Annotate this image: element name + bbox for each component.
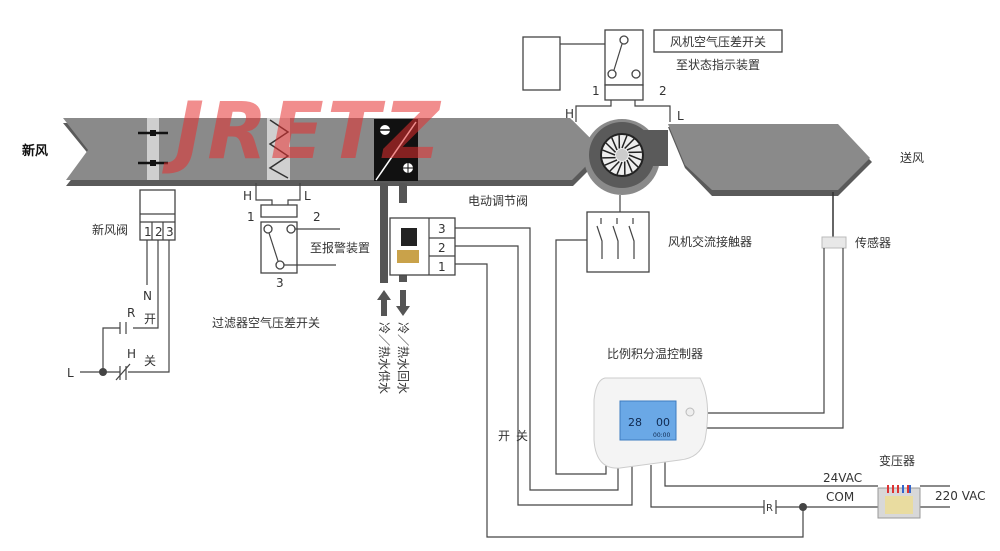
fan bbox=[584, 119, 668, 195]
to-status-label: 至状态指示装置 bbox=[676, 57, 760, 72]
sensor bbox=[700, 192, 847, 429]
electric-valve bbox=[389, 217, 456, 276]
filter-switch-l: L bbox=[304, 189, 311, 203]
resistor-r: R bbox=[766, 503, 773, 514]
fan-blade bbox=[626, 144, 640, 151]
fan-blade bbox=[624, 138, 635, 150]
damper-terminal-1: 1 bbox=[144, 225, 152, 239]
supply-duct bbox=[668, 124, 872, 196]
24vac-label: 24VAC bbox=[823, 471, 862, 485]
supply-water-label: 冷／热水供水 bbox=[377, 322, 391, 394]
filter-switch-terminal-1: 1 bbox=[247, 210, 255, 224]
supply-air-label: 送风 bbox=[900, 150, 924, 165]
valve-terminal-3: 3 bbox=[438, 222, 446, 236]
transformer-label: 变压器 bbox=[879, 453, 915, 468]
valve-terminal-1: 1 bbox=[438, 260, 446, 274]
fan-blade bbox=[616, 161, 623, 175]
fan-blade bbox=[621, 135, 628, 149]
damper-actuator bbox=[80, 189, 176, 381]
control-wiring bbox=[455, 227, 950, 538]
fan-blade bbox=[628, 154, 642, 161]
fan-switch-terminal-2: 2 bbox=[659, 84, 667, 98]
220vac-label: 220 VAC bbox=[935, 489, 986, 503]
filter-switch-terminal-2: 2 bbox=[313, 210, 321, 224]
terminal-r: R bbox=[127, 306, 135, 320]
terminal-h: H bbox=[127, 347, 136, 361]
fan-contactor bbox=[586, 195, 650, 273]
fan-dp-switch bbox=[522, 29, 783, 122]
valve-close-label: 关 bbox=[516, 429, 528, 443]
fan-blade bbox=[611, 137, 618, 151]
fan-switch-terminal-1: 1 bbox=[592, 84, 600, 98]
fan-blade bbox=[604, 159, 618, 166]
intake-duct bbox=[63, 118, 592, 186]
fan-switch-l: L bbox=[677, 109, 684, 123]
display-time: 00:00 bbox=[653, 432, 670, 439]
terminal-n: N bbox=[143, 289, 152, 303]
fan-blade bbox=[605, 142, 617, 153]
water-pipes bbox=[377, 183, 410, 316]
open-label: 开 bbox=[144, 312, 156, 326]
supply-arrow-icon bbox=[377, 290, 391, 316]
return-water-label: 冷／热水回水 bbox=[396, 322, 410, 394]
filter bbox=[267, 118, 290, 180]
fresh-air-label: 新风 bbox=[22, 143, 48, 159]
damper-label: 新风阀 bbox=[92, 222, 128, 237]
fan-blade bbox=[602, 149, 616, 156]
filter-dp-switch bbox=[255, 183, 340, 274]
valve-open-label: 开 bbox=[498, 429, 510, 443]
controller-label: 比例积分温控制器 bbox=[607, 347, 703, 361]
valve-terminal-2: 2 bbox=[438, 241, 446, 255]
fan-blade bbox=[627, 157, 639, 168]
com-label: COM bbox=[826, 490, 854, 504]
damper-terminal-2: 2 bbox=[155, 225, 163, 239]
sensor-label: 传感器 bbox=[855, 235, 891, 250]
filter-dp-switch-label: 过滤器空气压差开关 bbox=[212, 315, 320, 330]
transformer bbox=[877, 485, 921, 519]
fan-switch-h: H bbox=[565, 107, 574, 121]
coil bbox=[374, 119, 418, 181]
thermostat-controller bbox=[593, 377, 709, 469]
damper-blades bbox=[138, 118, 168, 180]
valve-label: 电动调节阀 bbox=[468, 194, 528, 208]
return-arrow-icon bbox=[396, 290, 410, 316]
fan-contactor-label: 风机交流接触器 bbox=[668, 234, 752, 249]
filter-switch-terminal-3: 3 bbox=[276, 276, 284, 290]
fan-blade bbox=[609, 160, 620, 172]
display-set: 00 bbox=[656, 416, 670, 429]
close-label: 关 bbox=[144, 354, 156, 368]
fan-blade bbox=[626, 159, 633, 173]
to-alarm-label: 至报警装置 bbox=[310, 240, 370, 255]
display-temp: 28 bbox=[628, 416, 642, 429]
terminal-l: L bbox=[67, 366, 74, 380]
filter-switch-h: H bbox=[243, 189, 252, 203]
damper-terminal-3: 3 bbox=[166, 225, 174, 239]
fan-dp-switch-label: 风机空气压差开关 bbox=[670, 34, 766, 49]
watermark-logo: JRETZ bbox=[162, 87, 441, 177]
controller-screen bbox=[619, 400, 677, 441]
